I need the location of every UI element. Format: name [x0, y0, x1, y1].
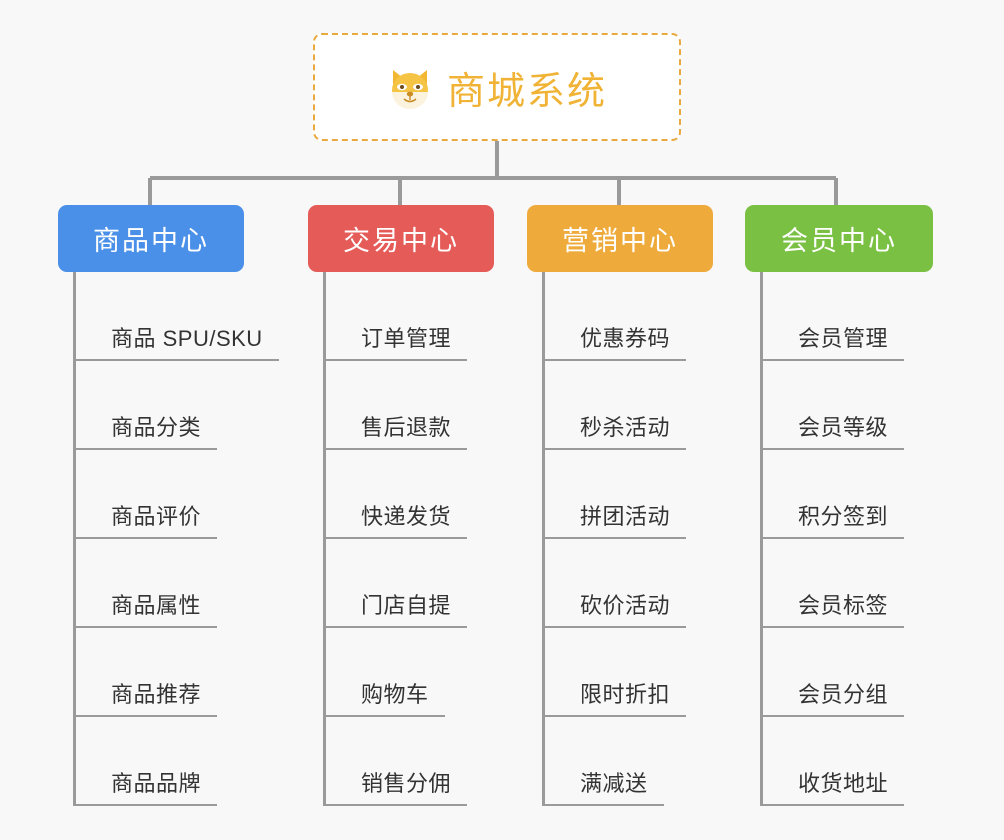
leaf-underline: 满减送	[542, 766, 664, 806]
leaf-item[interactable]: 会员等级	[760, 361, 933, 450]
leaf-label: 砍价活动	[580, 593, 671, 618]
leaf-label: 限时折扣	[580, 682, 671, 707]
branch-items-3: 优惠券码秒杀活动拼团活动砍价活动限时折扣满减送	[542, 272, 713, 806]
leaf-underline: 会员等级	[760, 410, 905, 450]
branch-header-3[interactable]: 营销中心	[527, 205, 713, 272]
leaf-label: 商品属性	[111, 593, 202, 618]
branch-spine-4	[760, 272, 763, 806]
leaf-underline: 门店自提	[323, 588, 468, 628]
branch-header-1[interactable]: 商品中心	[58, 205, 244, 272]
branch-column-3: 营销中心优惠券码秒杀活动拼团活动砍价活动限时折扣满减送	[527, 205, 713, 806]
leaf-item[interactable]: 商品 SPU/SKU	[73, 272, 279, 361]
leaf-label: 会员分组	[798, 682, 889, 707]
leaf-item[interactable]: 商品评价	[73, 450, 244, 539]
dog-face-icon	[387, 64, 433, 110]
leaf-item[interactable]: 购物车	[323, 628, 494, 717]
leaf-label: 会员管理	[798, 326, 889, 351]
leaf-label: 订单管理	[361, 326, 452, 351]
branch-column-4: 会员中心会员管理会员等级积分签到会员标签会员分组收货地址	[745, 205, 933, 806]
leaf-item[interactable]: 限时折扣	[542, 628, 713, 717]
root-node[interactable]: 商城系统	[313, 33, 681, 141]
leaf-underline: 积分签到	[760, 499, 905, 539]
leaf-label: 购物车	[361, 682, 429, 707]
branch-spine-3	[542, 272, 545, 806]
leaf-label: 商品评价	[111, 504, 202, 529]
leaf-item[interactable]: 销售分佣	[323, 717, 494, 806]
leaf-underline: 购物车	[323, 677, 445, 717]
leaf-underline: 砍价活动	[542, 588, 687, 628]
leaf-label: 售后退款	[361, 415, 452, 440]
leaf-label: 销售分佣	[361, 771, 452, 796]
leaf-label: 优惠券码	[580, 326, 671, 351]
leaf-underline: 会员分组	[760, 677, 905, 717]
leaf-underline: 商品品牌	[73, 766, 218, 806]
leaf-underline: 限时折扣	[542, 677, 687, 717]
leaf-underline: 售后退款	[323, 410, 468, 450]
leaf-label: 积分签到	[798, 504, 889, 529]
leaf-item[interactable]: 积分签到	[760, 450, 933, 539]
branch-items-1: 商品 SPU/SKU 商品分类商品评价商品属性商品推荐商品品牌	[73, 272, 279, 806]
leaf-item[interactable]: 优惠券码	[542, 272, 713, 361]
leaf-item[interactable]: 满减送	[542, 717, 713, 806]
leaf-label: 满减送	[580, 771, 648, 796]
leaf-item[interactable]: 商品分类	[73, 361, 244, 450]
leaf-label: 商品推荐	[111, 682, 202, 707]
leaf-label: 商品 SPU/SKU	[111, 326, 263, 351]
root-title: 商城系统	[446, 70, 607, 113]
leaf-label: 收货地址	[798, 771, 889, 796]
leaf-label: 会员标签	[798, 593, 889, 618]
leaf-item[interactable]: 售后退款	[323, 361, 494, 450]
leaf-item[interactable]: 秒杀活动	[542, 361, 713, 450]
leaf-underline: 优惠券码	[542, 321, 687, 361]
leaf-underline: 快递发货	[323, 499, 468, 539]
leaf-label: 商品分类	[111, 415, 202, 440]
branch-items-4: 会员管理会员等级积分签到会员标签会员分组收货地址	[760, 272, 933, 806]
leaf-underline: 商品属性	[73, 588, 218, 628]
leaf-underline: 销售分佣	[323, 766, 468, 806]
leaf-label: 拼团活动	[580, 504, 671, 529]
leaf-underline: 秒杀活动	[542, 410, 687, 450]
leaf-item[interactable]: 门店自提	[323, 539, 494, 628]
leaf-underline: 商品 SPU/SKU	[73, 321, 279, 361]
branch-spine-1	[73, 272, 76, 806]
leaf-underline: 商品推荐	[73, 677, 218, 717]
branch-spine-2	[323, 272, 326, 806]
branch-header-2[interactable]: 交易中心	[308, 205, 494, 272]
leaf-label: 商品品牌	[111, 771, 202, 796]
leaf-underline: 商品分类	[73, 410, 218, 450]
leaf-item[interactable]: 会员分组	[760, 628, 933, 717]
leaf-label: 快递发货	[361, 504, 452, 529]
leaf-underline: 订单管理	[323, 321, 468, 361]
leaf-item[interactable]: 商品品牌	[73, 717, 244, 806]
leaf-label: 门店自提	[361, 593, 452, 618]
leaf-label: 会员等级	[798, 415, 889, 440]
leaf-item[interactable]: 收货地址	[760, 717, 933, 806]
leaf-underline: 商品评价	[73, 499, 218, 539]
branch-items-2: 订单管理售后退款快递发货门店自提购物车销售分佣	[323, 272, 494, 806]
leaf-item[interactable]: 会员管理	[760, 272, 933, 361]
leaf-underline: 会员标签	[760, 588, 905, 628]
leaf-item[interactable]: 订单管理	[323, 272, 494, 361]
leaf-item[interactable]: 快递发货	[323, 450, 494, 539]
branch-column-2: 交易中心订单管理售后退款快递发货门店自提购物车销售分佣	[308, 205, 494, 806]
leaf-underline: 会员管理	[760, 321, 905, 361]
leaf-item[interactable]: 商品推荐	[73, 628, 244, 717]
leaf-underline: 收货地址	[760, 766, 905, 806]
leaf-underline: 拼团活动	[542, 499, 687, 539]
leaf-item[interactable]: 拼团活动	[542, 450, 713, 539]
branch-column-1: 商品中心商品 SPU/SKU 商品分类商品评价商品属性商品推荐商品品牌	[58, 205, 279, 806]
leaf-label: 秒杀活动	[580, 415, 671, 440]
leaf-item[interactable]: 会员标签	[760, 539, 933, 628]
branch-header-4[interactable]: 会员中心	[745, 205, 933, 272]
leaf-item[interactable]: 商品属性	[73, 539, 244, 628]
leaf-item[interactable]: 砍价活动	[542, 539, 713, 628]
